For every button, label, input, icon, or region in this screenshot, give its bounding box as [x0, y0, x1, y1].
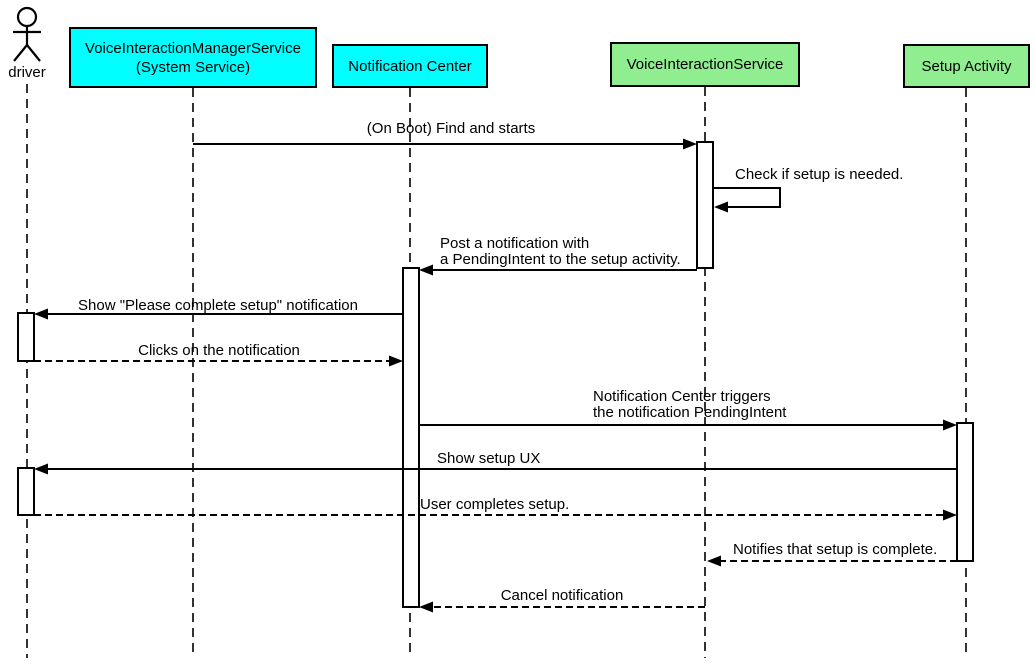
participant-box-voiceinteractionmanagerservice: VoiceInteractionManagerService (System S… — [69, 27, 317, 88]
message-arrow-10 — [419, 601, 705, 613]
message-label-3: Post a notification with a PendingIntent… — [440, 235, 681, 268]
message-label-10: Cancel notification — [500, 587, 624, 604]
actor-icon — [13, 6, 41, 62]
activation-bar-notification-center — [402, 267, 420, 608]
message-arrow-9 — [707, 555, 957, 567]
message-label-5: Clicks on the notification — [138, 342, 300, 359]
activation-bar-voiceinteractionservice — [696, 141, 714, 269]
message-arrow-6 — [419, 419, 957, 431]
participant-box-voiceinteractionservice: VoiceInteractionService — [610, 42, 800, 87]
message-label-9: Notifies that setup is complete. — [733, 541, 938, 558]
message-arrow-3 — [419, 264, 697, 276]
message-label-1: (On Boot) Find and starts — [366, 120, 536, 137]
message-arrow-7 — [34, 463, 957, 475]
activation-bar-setup-activity — [956, 422, 974, 562]
activation-bar-driver-1 — [17, 312, 35, 362]
message-arrow-5 — [34, 355, 403, 367]
message-label-4: Show "Please complete setup" notificatio… — [78, 297, 358, 314]
message-label-7: Show setup UX — [437, 450, 541, 467]
message-arrow-1 — [193, 138, 697, 150]
message-arrow-2-self — [713, 187, 781, 213]
message-arrow-8 — [34, 509, 957, 521]
message-label-6: Notification Center triggers the notific… — [593, 388, 787, 421]
participant-box-setup-activity: Setup Activity — [903, 44, 1030, 88]
participant-box-notification-center: Notification Center — [332, 44, 488, 88]
participant-driver-label: driver — [8, 64, 46, 81]
activation-bar-driver-2 — [17, 467, 35, 516]
message-label-2: Check if setup is needed. — [735, 166, 904, 183]
message-label-8: User completes setup. — [420, 496, 570, 513]
message-arrow-4 — [34, 308, 403, 320]
